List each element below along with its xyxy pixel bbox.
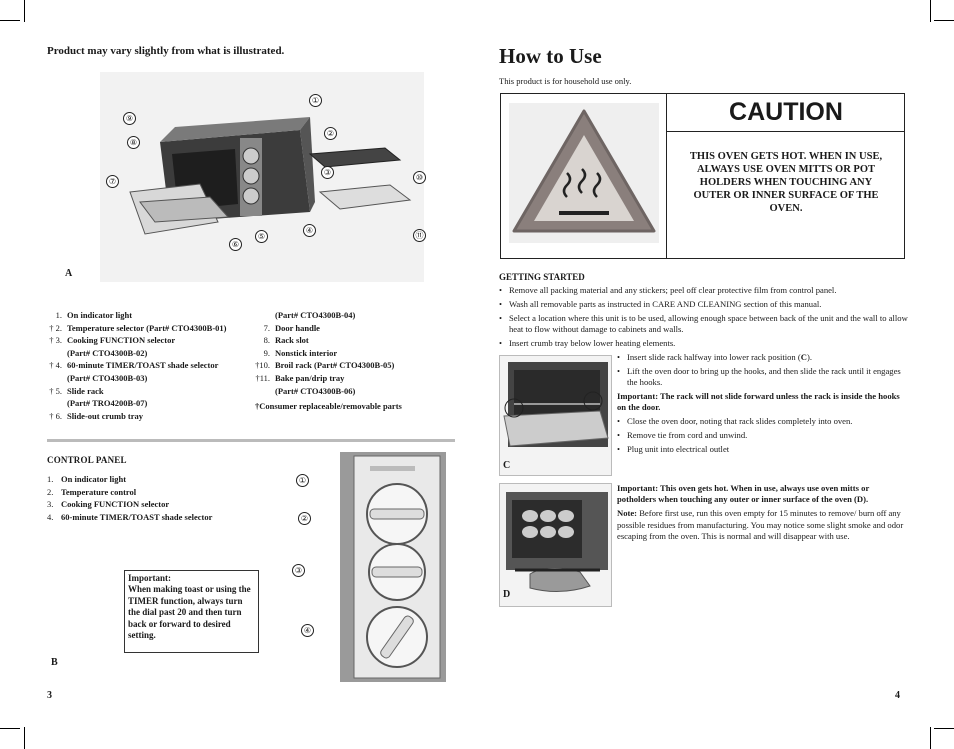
part-item: † 4.60-minute TIMER/TOAST shade selector bbox=[49, 360, 219, 371]
oven-illustration bbox=[100, 72, 424, 282]
list-item: 4.60-minute TIMER/TOAST shade selector bbox=[47, 511, 213, 522]
part-number: (Part# CTO4300B-06) bbox=[275, 385, 356, 396]
figure-b-label: B bbox=[51, 657, 58, 668]
crop-mark bbox=[0, 20, 20, 21]
oven-mitt-drawing bbox=[506, 492, 608, 592]
figure-c-photo bbox=[499, 355, 612, 476]
getting-started-list: •Remove all packing material and any sti… bbox=[499, 285, 909, 352]
page-number-left: 3 bbox=[47, 690, 52, 701]
part-number: (Part# CTO4300B-03) bbox=[67, 372, 148, 383]
figure-d-photo bbox=[499, 483, 612, 607]
hot-surface-icon bbox=[512, 109, 656, 233]
figure-d-label: D bbox=[503, 589, 511, 600]
list-item: 1.On indicator light bbox=[47, 474, 127, 484]
household-note: This product is for household use only. bbox=[499, 76, 632, 86]
crop-mark bbox=[24, 727, 25, 749]
toaster-oven-drawing bbox=[129, 117, 412, 235]
figure-a-label: A bbox=[65, 268, 73, 279]
caution-text: THIS OVEN GETS HOT. WHEN IN USE, ALWAYS … bbox=[666, 132, 905, 259]
parts-footnote: †Consumer replaceable/removable parts bbox=[255, 401, 402, 412]
callout-4: ④ bbox=[303, 224, 316, 237]
callout-6: ⑥ bbox=[229, 238, 242, 251]
control-panel-title: CONTROL PANEL bbox=[47, 455, 127, 465]
control-panel-list: 1.On indicator light 2.Temperature contr… bbox=[47, 473, 212, 523]
list-item: •Select a location where this unit is to… bbox=[499, 312, 908, 334]
oven-hot-note: Important: This oven gets hot. When in u… bbox=[617, 483, 909, 545]
part-item: 1.On indicator light bbox=[55, 310, 133, 320]
part-number: (Part# TRO4200B-07) bbox=[67, 398, 148, 409]
list-item: 3.Cooking FUNCTION selector bbox=[47, 499, 170, 510]
list-item: •Lift the oven door to bring up the hook… bbox=[617, 365, 901, 388]
list-item: •Insert slide rack halfway into lower ra… bbox=[617, 352, 812, 362]
crop-mark bbox=[930, 727, 931, 749]
callout-b2: ② bbox=[298, 512, 311, 525]
caution-box bbox=[500, 93, 905, 259]
page-title: How to Use bbox=[499, 44, 602, 68]
callout-b3: ③ bbox=[292, 564, 305, 577]
callout-1: ① bbox=[309, 94, 322, 107]
part-item: 8.Rack slot bbox=[263, 335, 309, 346]
part-item: †11.Bake pan/drip tray bbox=[255, 372, 345, 383]
callout-10: ⑩ bbox=[413, 171, 426, 184]
rack-insertion-drawing bbox=[503, 362, 609, 447]
list-item: •Wash all removable parts as instructed … bbox=[499, 298, 822, 309]
callout-5: ⑤ bbox=[255, 230, 268, 243]
list-item: 2.Temperature control bbox=[47, 486, 137, 497]
illustration-note: Product may vary slightly from what is i… bbox=[47, 45, 285, 57]
part-number: (Part# CTO4300B-04) bbox=[275, 310, 356, 320]
callout-2: ② bbox=[324, 127, 337, 140]
callout-b4: ④ bbox=[301, 624, 314, 637]
list-item: •Remove all packing material and any sti… bbox=[499, 285, 837, 295]
list-item: •Close the oven door, noting that rack s… bbox=[617, 416, 853, 427]
rack-instructions: •Insert slide rack halfway into lower ra… bbox=[617, 352, 909, 458]
callout-b1: ① bbox=[296, 474, 309, 487]
getting-started-title: GETTING STARTED bbox=[499, 272, 585, 282]
part-item: 9.Nonstick interior bbox=[263, 347, 338, 358]
section-divider bbox=[47, 439, 455, 442]
figure-c-label: C bbox=[503, 460, 511, 471]
caution-heading: CAUTION bbox=[666, 93, 905, 132]
crop-mark bbox=[24, 0, 25, 22]
crop-mark bbox=[934, 20, 954, 21]
page-number-right: 4 bbox=[895, 690, 900, 701]
list-item: •Insert crumb tray below lower heating e… bbox=[499, 337, 676, 348]
callout-9: ⑨ bbox=[123, 112, 136, 125]
control-panel-drawing bbox=[353, 455, 441, 679]
parts-list-col2: (Part# CTO4300B-04) 7.Door handle 8.Rack… bbox=[250, 309, 455, 413]
callout-3: ③ bbox=[321, 166, 334, 179]
hot-important-note: Important: This oven gets hot. When in u… bbox=[617, 483, 870, 505]
part-item: †10.Broil rack (Part# CTO4300B-05) bbox=[255, 360, 395, 371]
important-note-text: Important: When making toast or using th… bbox=[128, 573, 251, 641]
part-item: † 6.Slide-out crumb tray bbox=[49, 410, 144, 421]
callout-11: ⑪ bbox=[413, 229, 426, 242]
first-use-note: Note: Before first use, run this oven em… bbox=[617, 508, 904, 542]
crop-mark bbox=[0, 728, 20, 729]
rack-important-note: Important: The rack will not slide forwa… bbox=[617, 391, 900, 413]
callout-7: ⑦ bbox=[106, 175, 119, 188]
part-item: † 5.Slide rack bbox=[49, 385, 104, 396]
important-note-box: Important: When making toast or using th… bbox=[124, 570, 259, 653]
list-item: •Remove tie from cord and unwind. bbox=[617, 430, 748, 440]
part-number: (Part# CTO4300B-02) bbox=[67, 347, 148, 358]
part-item: † 2.Temperature selector (Part# CTO4300B… bbox=[49, 322, 227, 333]
crop-mark bbox=[934, 728, 954, 729]
control-panel-illustration bbox=[340, 452, 446, 682]
part-item: † 3.Cooking FUNCTION selector bbox=[49, 335, 176, 346]
callout-8: ⑧ bbox=[127, 136, 140, 149]
part-item: 7.Door handle bbox=[263, 322, 320, 333]
crop-mark bbox=[930, 0, 931, 22]
parts-list-col1: 1.On indicator light † 2.Temperature sel… bbox=[42, 309, 262, 422]
list-item: •Plug unit into electrical outlet bbox=[617, 443, 730, 454]
hot-surface-warning-label bbox=[509, 103, 659, 243]
